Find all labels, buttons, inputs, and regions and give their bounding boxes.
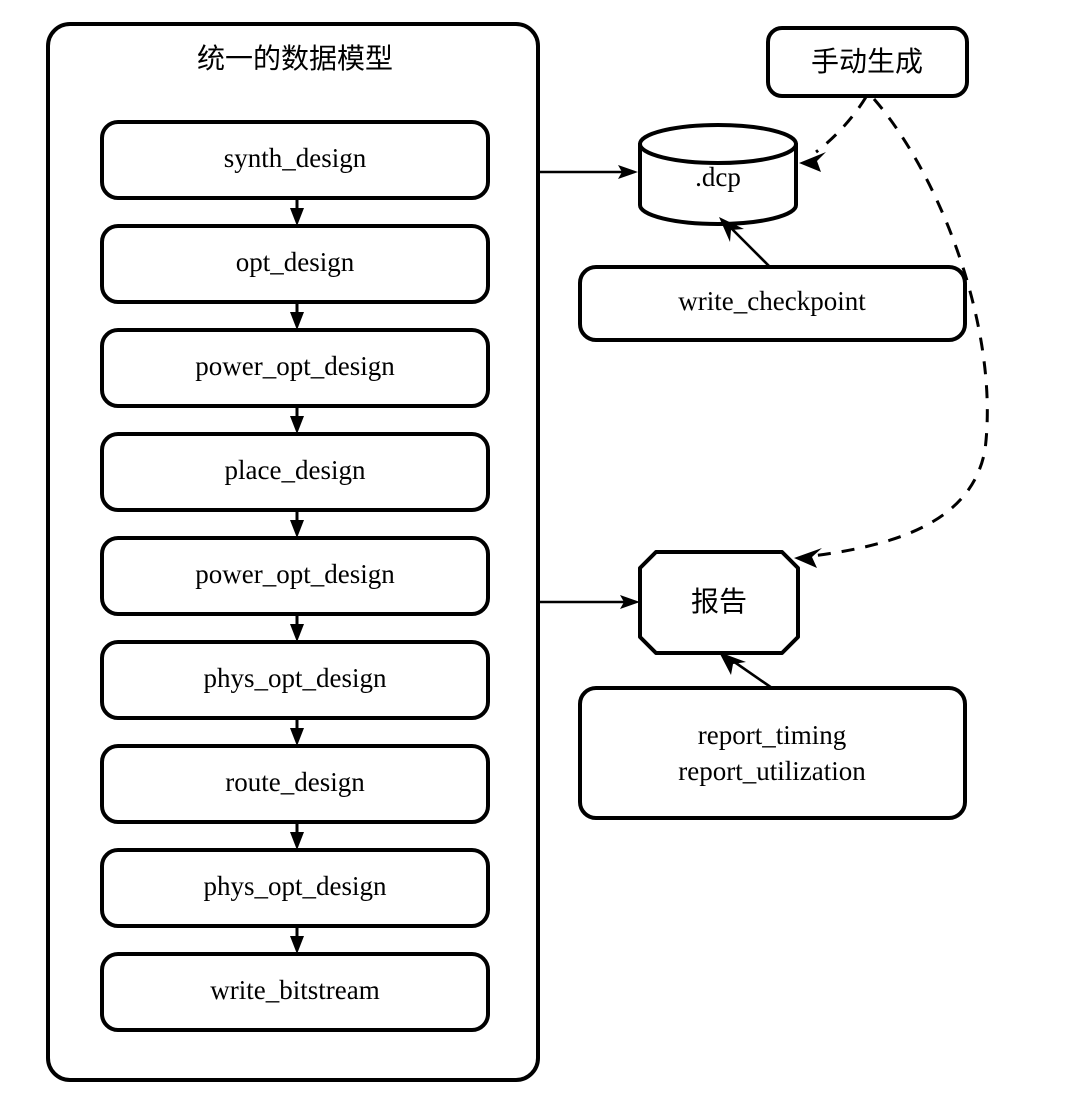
flow-step-synth-design[interactable]: synth_design (100, 120, 490, 200)
flow-step-label: synth_design (224, 143, 367, 173)
flow-step-list: synth_design opt_design power_opt_design (100, 120, 490, 1032)
report-commands-line2: report_utilization (678, 756, 866, 786)
flow-arrow-5 (290, 614, 304, 642)
flow-step-label: phys_opt_design (203, 871, 387, 901)
flow-step-route-design[interactable]: route_design (100, 744, 490, 824)
flow-step-box[interactable] (100, 328, 490, 408)
flow-step-box[interactable] (100, 536, 490, 616)
report-octagon[interactable] (638, 550, 800, 655)
flow-step-label: route_design (225, 767, 365, 797)
flow-step-power-opt-design-1[interactable]: power_opt_design (100, 328, 490, 408)
flow-arrow-4 (290, 510, 304, 538)
flow-step-box[interactable] (100, 744, 490, 824)
flow-step-box[interactable] (100, 224, 490, 304)
checkpoint-store-label: .dcp (695, 162, 741, 192)
connector-manual-to-report (794, 98, 989, 568)
flow-step-label: power_opt_design (195, 559, 395, 589)
flow-step-box[interactable] (100, 640, 490, 720)
manual-source-node[interactable]: 手动生成 (766, 26, 969, 98)
cylinder-body[interactable] (638, 142, 798, 226)
report-commands-node[interactable]: report_timing report_utilization (578, 686, 967, 820)
flow-step-label: opt_design (236, 247, 355, 277)
flow-step-label: write_bitstream (210, 975, 379, 1005)
flow-step-box[interactable] (100, 120, 490, 200)
checkpoint-command-label: write_checkpoint (678, 286, 866, 316)
flow-arrow-7 (290, 822, 304, 850)
checkpoint-command-box[interactable] (578, 265, 967, 342)
checkpoint-store-node[interactable]: .dcp (638, 123, 798, 226)
report-node[interactable]: 报告 (638, 550, 800, 655)
flow-arrow-1 (290, 198, 304, 226)
flow-step-label: phys_opt_design (203, 663, 387, 693)
flow-container-title: 统一的数据模型 (197, 42, 393, 75)
flow-step-box[interactable] (100, 952, 490, 1032)
flow-step-place-design[interactable]: place_design (100, 432, 490, 512)
connector-write-checkpoint-to-dcp (719, 217, 771, 268)
manual-source-label: 手动生成 (811, 45, 923, 78)
checkpoint-command-node[interactable]: write_checkpoint (578, 265, 967, 342)
flow-arrow-8 (290, 926, 304, 954)
connector-flow-to-dcp (538, 165, 638, 179)
report-node-label: 报告 (691, 585, 747, 618)
manual-source-box[interactable] (766, 26, 969, 98)
flow-step-label: power_opt_design (195, 351, 395, 381)
report-commands-box[interactable] (578, 686, 967, 820)
flow-step-label: place_design (225, 455, 366, 485)
flow-step-box[interactable] (100, 848, 490, 928)
cylinder-top (638, 123, 798, 165)
flow-step-phys-opt-design-1[interactable]: phys_opt_design (100, 640, 490, 720)
connector-manual-to-dcp (799, 96, 868, 172)
flow-arrow-2 (290, 302, 304, 330)
flow-step-opt-design[interactable]: opt_design (100, 224, 490, 304)
connector-report-commands-to-report (719, 652, 773, 690)
report-commands-line1: report_timing (698, 720, 846, 750)
flow-step-box[interactable] (100, 432, 490, 512)
flow-step-phys-opt-design-2[interactable]: phys_opt_design (100, 848, 490, 928)
connector-flow-to-report (538, 595, 640, 609)
flow-arrow-3 (290, 406, 304, 434)
flow-step-power-opt-design-2[interactable]: power_opt_design (100, 536, 490, 616)
flow-step-write-bitstream[interactable]: write_bitstream (100, 952, 490, 1032)
flow-arrow-6 (290, 718, 304, 746)
